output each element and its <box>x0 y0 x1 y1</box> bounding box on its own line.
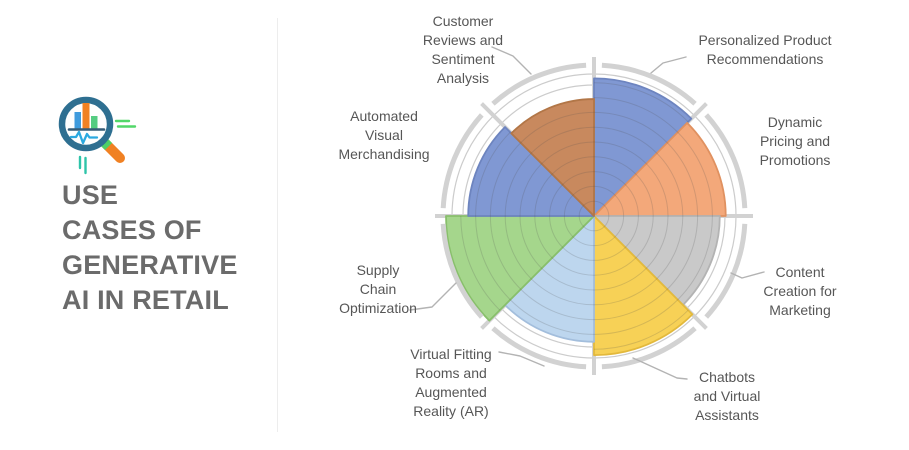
wheel-sector-1 <box>593 121 727 217</box>
wheel-outer-ring-segment <box>704 113 748 209</box>
wheel-outer-ring-segment <box>440 113 484 209</box>
bar-green-icon <box>91 116 98 129</box>
chart-label-supply-chain-optimization: Supply Chain Optimization <box>339 262 417 316</box>
grid-arc <box>534 156 654 276</box>
wheel-sector-5 <box>445 215 595 322</box>
wheel-sector-2 <box>593 215 721 306</box>
magnifier-icon-svg <box>58 96 137 175</box>
grid-arc <box>460 82 726 350</box>
grid-arc <box>475 97 713 335</box>
pulse-line-icon <box>69 130 99 145</box>
wheel-outer-ring-segment <box>601 326 697 370</box>
wheel-sector-4 <box>504 215 595 343</box>
label-leader-line <box>409 282 457 311</box>
wheel-sector-0 <box>593 77 693 217</box>
bar-blue-icon <box>74 112 81 129</box>
bar-orange-icon <box>82 103 90 129</box>
grid-arc <box>563 185 625 247</box>
grid-arc <box>489 111 699 321</box>
wheel-outer-ring-segment <box>601 62 697 106</box>
chart-label-virtual-fitting-rooms-ar: Virtual Fitting Rooms and Augmented Real… <box>410 346 492 419</box>
wheel-sector-3 <box>593 215 694 357</box>
grid-arc <box>549 171 639 261</box>
chart-label-automated-visual-merchandising: Automated Visual Merchandising <box>338 108 430 162</box>
grid-arc <box>578 200 610 232</box>
label-leader-line <box>498 351 545 367</box>
chart-label-chatbots-and-virtual-assistants: Chatbots and Virtual Assistants <box>693 369 761 423</box>
grid-arc <box>504 126 684 306</box>
label-leader-line <box>730 271 765 279</box>
page-title: USE CASES OF GENERATIVE AI IN RETAIL <box>62 180 238 315</box>
sector-grid-arcs <box>460 82 726 350</box>
label-leader-line <box>491 46 532 75</box>
magnifier-bar-chart-icon <box>56 92 146 182</box>
wheel-sector-7 <box>510 98 595 217</box>
wheel-outer-ring-segment <box>491 62 587 106</box>
chart-label-personalized-product-recommendations: Personalized Product Recommendations <box>698 32 832 67</box>
wheel-outer-ring-segment <box>440 223 484 319</box>
panel-divider <box>277 18 278 432</box>
chart-label-content-creation-for-marketing: Content Creation for Marketing <box>763 264 837 318</box>
wheel-sector-6 <box>467 126 595 217</box>
chart-label-customer-reviews-sentiment-analysis: Customer Reviews and Sentiment Analysis <box>422 13 504 86</box>
label-leader-line <box>632 357 688 380</box>
label-leader-line <box>650 56 687 74</box>
wheel-outer-ring-segment <box>491 326 587 370</box>
chart-label-dynamic-pricing-and-promotions: Dynamic Pricing and Promotions <box>759 114 831 168</box>
grid-arc <box>519 141 669 291</box>
